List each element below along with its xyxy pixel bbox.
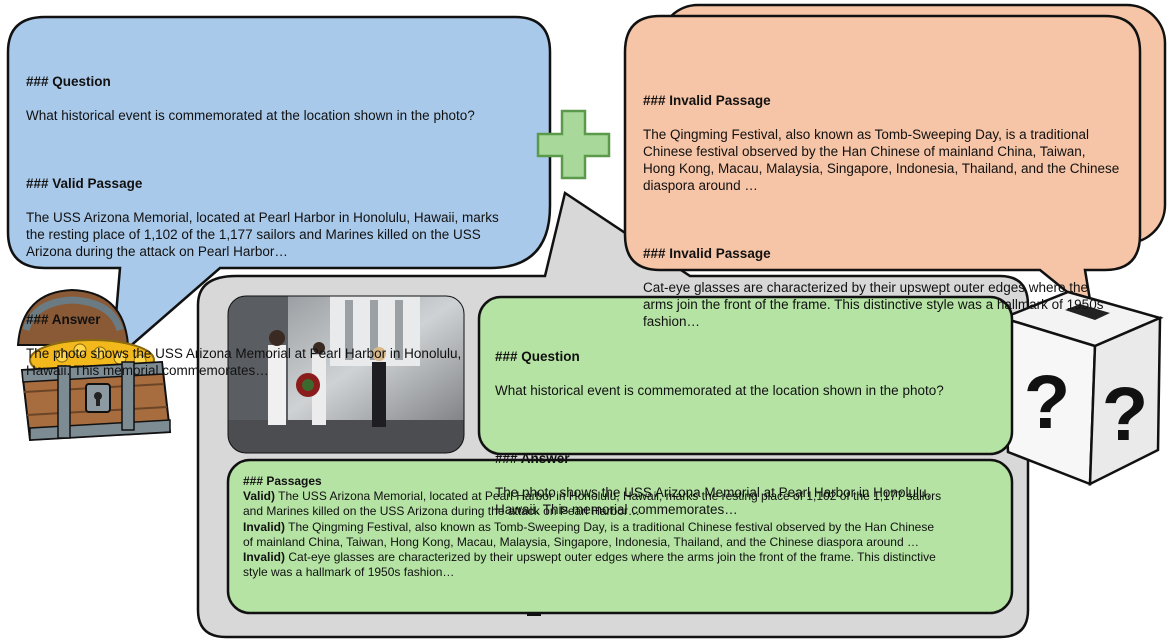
valid-info-text: ### Question What historical event is co…: [26, 39, 506, 396]
question-text: What historical event is commemorated at…: [26, 108, 475, 123]
passage-text: The Qingming Festival, also known as Tom…: [243, 519, 935, 549]
valid-info-bubble: [6, 15, 552, 365]
qa-question-text: What historical event is commemorated at…: [495, 383, 944, 398]
qa-question-heading: ### Question: [495, 349, 580, 364]
qa-answer-heading: ### Answer: [495, 451, 570, 466]
panel-notch: [527, 614, 541, 616]
treasure-chest-icon: [16, 288, 172, 442]
plus-icon: [536, 109, 611, 180]
invalid-passage-1-heading: ### Invalid Passage: [643, 93, 771, 108]
passage-label: Valid): [243, 489, 276, 504]
passage-item-valid: Valid) The USS Arizona Memorial, located…: [243, 489, 943, 519]
invalid-passages-bubble: [623, 14, 1142, 316]
passage-item-invalid-1: Invalid) The Qingming Festival, also kno…: [243, 520, 943, 550]
memorial-photo: [227, 295, 465, 454]
passage-text: Cat-eye glasses are characterized by the…: [243, 550, 936, 580]
passages-box-text: ### Passages Valid) The USS Arizona Memo…: [243, 474, 943, 580]
question-mark-left: ?: [1024, 360, 1070, 445]
passage-label: Invalid): [243, 519, 286, 534]
answer-heading: ### Answer: [26, 312, 101, 327]
qa-box: [477, 295, 1014, 456]
valid-passage-heading: ### Valid Passage: [26, 176, 143, 191]
passages-box: [226, 458, 1014, 615]
passages-heading: ### Passages: [243, 474, 322, 488]
mystery-box-icon: ? ?: [999, 290, 1164, 487]
passage-label: Invalid): [243, 550, 286, 565]
invalid-passage-1-text: The Qingming Festival, also known as Tom…: [643, 127, 1120, 193]
invalid-passage-2-text: Cat-eye glasses are characterized by the…: [643, 280, 1104, 329]
answer-text: The photo shows the USS Arizona Memorial…: [26, 346, 462, 378]
question-heading: ### Question: [26, 74, 111, 89]
invalid-passage-2-heading: ### Invalid Passage: [643, 246, 771, 261]
passage-item-invalid-2: Invalid) Cat-eye glasses are characteriz…: [243, 550, 943, 580]
qa-box-text: ### Question What historical event is co…: [495, 314, 945, 535]
valid-passage-text: The USS Arizona Memorial, located at Pea…: [26, 210, 499, 259]
invalid-passages-text: ### Invalid Passage The Qingming Festiva…: [643, 58, 1121, 347]
qa-answer-text: The photo shows the USS Arizona Memorial…: [495, 485, 931, 517]
question-mark-right: ?: [1102, 372, 1148, 457]
passage-text: The USS Arizona Memorial, located at Pea…: [243, 489, 942, 519]
